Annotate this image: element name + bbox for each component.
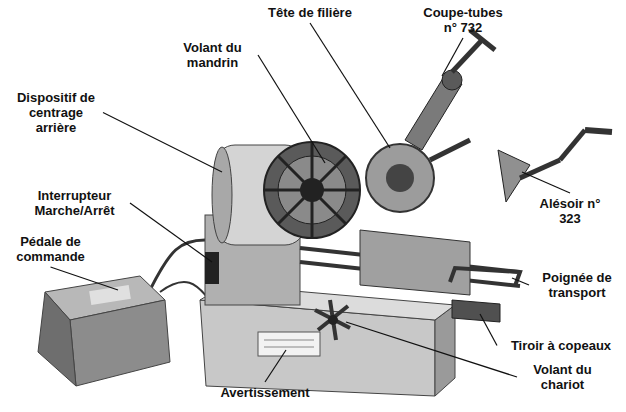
leader-line <box>512 278 529 285</box>
leader-line <box>258 55 325 163</box>
leader-line <box>51 267 119 290</box>
leader-line <box>442 38 463 76</box>
part-label: Coupe-tubes n° 732 <box>418 5 508 35</box>
leader-line <box>103 113 222 173</box>
leader-line <box>265 350 286 382</box>
part-label: Tiroir à copeaux <box>500 338 622 353</box>
part-label: Alésoir n° 323 <box>535 196 605 226</box>
part-label: Tête de filière <box>255 5 365 20</box>
leader-line <box>522 172 570 193</box>
part-label: Dispositif de centrage arrière <box>12 90 100 135</box>
leader-line <box>346 322 517 377</box>
leader-line <box>310 23 390 148</box>
part-label: Volant du chariot <box>520 362 605 392</box>
leader-line <box>130 203 212 262</box>
part-label: Interrupteur Marche/Arrêt <box>22 188 127 218</box>
leader-line <box>480 314 497 346</box>
part-label: Volant du mandrin <box>170 40 255 70</box>
part-label: Pédale de commande <box>8 234 93 264</box>
part-label: Poignée de transport <box>532 270 622 300</box>
part-label: Avertissement <box>205 385 325 400</box>
